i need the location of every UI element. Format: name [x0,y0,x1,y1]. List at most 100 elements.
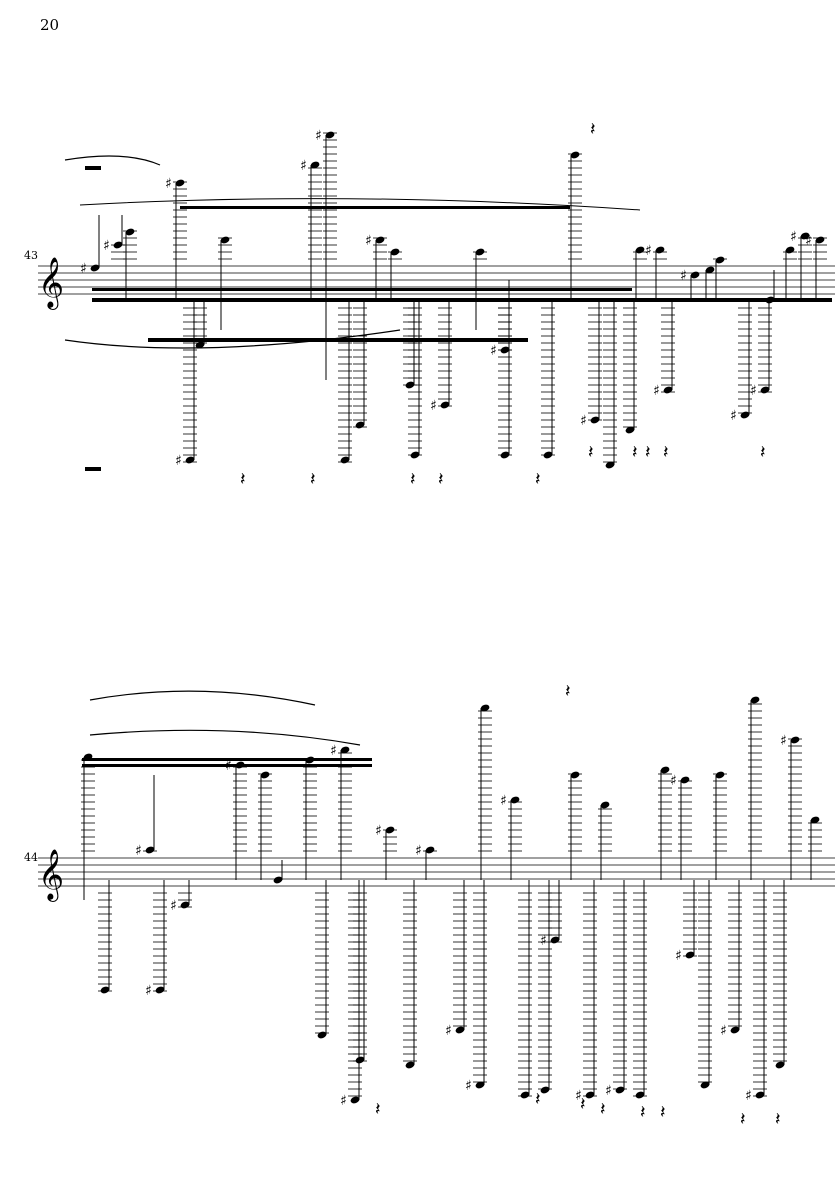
note-head [100,986,110,994]
sharp-icon: ♯ [330,743,337,759]
note-head [685,951,695,959]
tie-slur [89,729,361,746]
sharp-icon: ♯ [645,243,652,259]
quarter-rest-icon: 𝄽 [640,1102,646,1123]
quarter-rest-icon: 𝄽 [310,469,316,490]
beam [92,288,632,291]
note-head [500,346,510,354]
quarter-rest-icon: 𝄽 [590,119,596,140]
tie-slur [79,198,641,211]
note-head [390,248,400,256]
note-head [660,766,670,774]
beam [82,764,372,767]
page-number: 20 [40,16,60,34]
note-head [705,266,715,274]
tie-slur [64,155,161,166]
note-head [90,264,100,272]
note-head [700,1081,710,1089]
sharp-icon: ♯ [170,898,177,914]
note-head [740,411,750,419]
note-head [815,236,825,244]
note-head [800,232,810,240]
sharp-icon: ♯ [575,1088,582,1104]
note-head [310,161,320,169]
note-head [500,451,510,459]
quarter-rest-icon: 𝄽 [240,469,246,490]
quarter-rest-icon: 𝄽 [580,1094,586,1115]
sharp-icon: ♯ [730,408,737,424]
quarter-rest-icon: 𝄽 [438,469,444,490]
note-head [715,256,725,264]
note-head [730,1026,740,1034]
note-head [690,271,700,279]
note-head [790,736,800,744]
sharp-icon: ♯ [670,773,677,789]
note-head [145,846,155,854]
note-head [185,456,195,464]
beam [82,758,372,761]
note-head [750,696,760,704]
sharp-icon: ♯ [375,823,382,839]
treble-clef-icon: 𝄞 [38,257,64,310]
note-head [543,451,553,459]
sharp-icon: ♯ [445,1023,452,1039]
note-head [440,401,450,409]
note-head [375,236,385,244]
note-head [220,236,230,244]
quarter-rest-icon: 𝄽 [660,1102,666,1123]
sharp-icon: ♯ [145,983,152,999]
sharp-icon: ♯ [750,383,757,399]
note-head [585,1091,595,1099]
note-head [125,228,135,236]
note-head [755,1091,765,1099]
sharp-icon: ♯ [165,176,172,192]
note-head [355,421,365,429]
sharp-icon: ♯ [365,233,372,249]
sharp-icon: ♯ [415,843,422,859]
quarter-rest-icon: 𝄽 [588,442,594,463]
note-head [340,746,350,754]
note-head [350,1096,360,1104]
sharp-icon: ♯ [300,158,307,174]
sharp-icon: ♯ [805,233,812,249]
measure-number-44: 44 [24,851,38,864]
note-head [635,246,645,254]
note-head [195,341,205,349]
note-head [663,386,673,394]
note-head [455,1026,465,1034]
sharp-icon: ♯ [790,229,797,245]
staff-system-1: 𝄞♯♯♯♯♯♯♯♯♯♯♯♯♯♯♯♯♯𝄽𝄽𝄽𝄽𝄽𝄽𝄽𝄽𝄽𝄽𝄽 [38,119,835,490]
quarter-rest-icon: 𝄽 [760,442,766,463]
staff-system-2: 𝄞♯♯♯♯♯♯♯♯♯♯♯♯♯♯♯♯♯♯♯𝄽𝄽𝄽𝄽𝄽𝄽𝄽𝄽𝄽 [38,681,835,1130]
beam [92,298,832,302]
note-head [550,936,560,944]
sharp-icon: ♯ [653,383,660,399]
quarter-rest-icon: 𝄽 [663,442,669,463]
note-head [175,179,185,187]
quarter-rest-icon: 𝄽 [775,1109,781,1130]
note-head [405,1061,415,1069]
beam [148,338,528,342]
note-head [600,801,610,809]
note-head [655,246,665,254]
note-head [425,846,435,854]
quarter-rest-icon: 𝄽 [632,442,638,463]
note-head [775,1061,785,1069]
note-head [340,456,350,464]
note-head [260,771,270,779]
note-head [520,1091,530,1099]
sharp-icon: ♯ [430,398,437,414]
note-head [180,901,190,909]
note-head [570,151,580,159]
quarter-rest-icon: 𝄽 [600,1099,606,1120]
quarter-rest-icon: 𝄽 [535,1089,541,1110]
note-head [540,1086,550,1094]
quarter-rest-icon: 𝄽 [535,469,541,490]
whole-rest [85,467,101,471]
note-head [605,461,615,469]
sharp-icon: ♯ [500,793,507,809]
treble-clef-icon: 𝄞 [38,849,64,902]
sharp-icon: ♯ [315,128,322,144]
sharp-icon: ♯ [490,343,497,359]
